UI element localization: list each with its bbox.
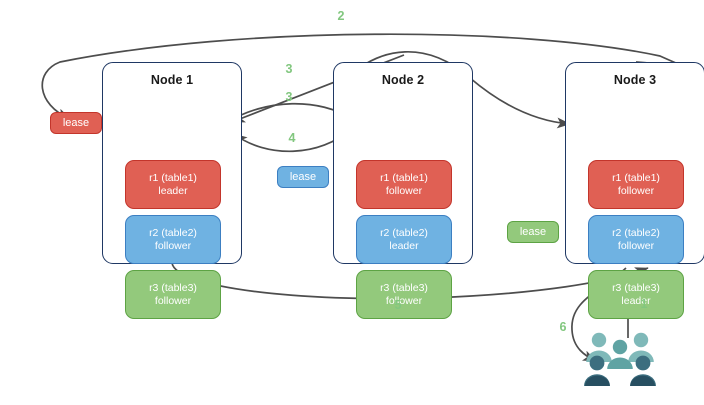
- replica-role: leader: [389, 239, 419, 252]
- step-label-3-lower: 3: [285, 90, 293, 104]
- node-title: Node 1: [150, 73, 194, 87]
- replica-name: r1 (table1): [380, 171, 428, 184]
- step-label-1: 1: [640, 297, 648, 311]
- replica-name: r1 (table1): [612, 171, 660, 184]
- users-group-icon: [584, 332, 656, 386]
- replica-r1-node1[interactable]: r1 (table1) leader: [125, 160, 221, 209]
- node-title: Node 3: [613, 73, 657, 87]
- replica-name: r3 (table3): [380, 281, 428, 294]
- replica-r3-node3[interactable]: r3 (table3) leader: [588, 270, 684, 319]
- replica-role: follower: [154, 294, 192, 307]
- lease-badge-table3[interactable]: lease: [507, 221, 559, 243]
- lease-badge-table1[interactable]: lease: [50, 112, 102, 134]
- replica-r3-node1[interactable]: r3 (table3) follower: [125, 270, 221, 319]
- replica-role: follower: [385, 184, 423, 197]
- replica-r1-node3[interactable]: r1 (table1) follower: [588, 160, 684, 209]
- replica-role: follower: [385, 294, 423, 307]
- replica-r2-node3[interactable]: r2 (table2) follower: [588, 215, 684, 264]
- replica-role: follower: [154, 239, 192, 252]
- replica-role: leader: [621, 294, 651, 307]
- replica-name: r3 (table3): [149, 281, 197, 294]
- step-label-3-upper: 3: [285, 62, 293, 76]
- replica-name: r2 (table2): [612, 226, 660, 239]
- step-label-5: 5: [394, 298, 402, 312]
- node-box-1[interactable]: Node 1 r1 (table1) leader r2 (table2) fo…: [102, 62, 242, 319]
- node-box-3[interactable]: Node 3 r1 (table1) follower r2 (table2) …: [565, 62, 704, 319]
- replica-r1-node2[interactable]: r1 (table1) follower: [356, 160, 452, 209]
- step-label-2: 2: [337, 9, 345, 23]
- replica-role: leader: [158, 184, 188, 197]
- replica-name: r2 (table2): [149, 226, 197, 239]
- replica-role: follower: [617, 184, 655, 197]
- replica-r3-node2[interactable]: r3 (table3) follower: [356, 270, 452, 319]
- replica-name: r3 (table3): [612, 281, 660, 294]
- replica-name: r2 (table2): [380, 226, 428, 239]
- replica-role: follower: [617, 239, 655, 252]
- node-title: Node 2: [381, 73, 425, 87]
- step-label-6: 6: [559, 320, 567, 334]
- step-label-4: 4: [288, 131, 296, 145]
- lease-badge-table2[interactable]: lease: [277, 166, 329, 188]
- replica-r2-node1[interactable]: r2 (table2) follower: [125, 215, 221, 264]
- node-box-2[interactable]: Node 2 r1 (table1) follower r2 (table2) …: [333, 62, 473, 319]
- replica-name: r1 (table1): [149, 171, 197, 184]
- replica-r2-node2[interactable]: r2 (table2) leader: [356, 215, 452, 264]
